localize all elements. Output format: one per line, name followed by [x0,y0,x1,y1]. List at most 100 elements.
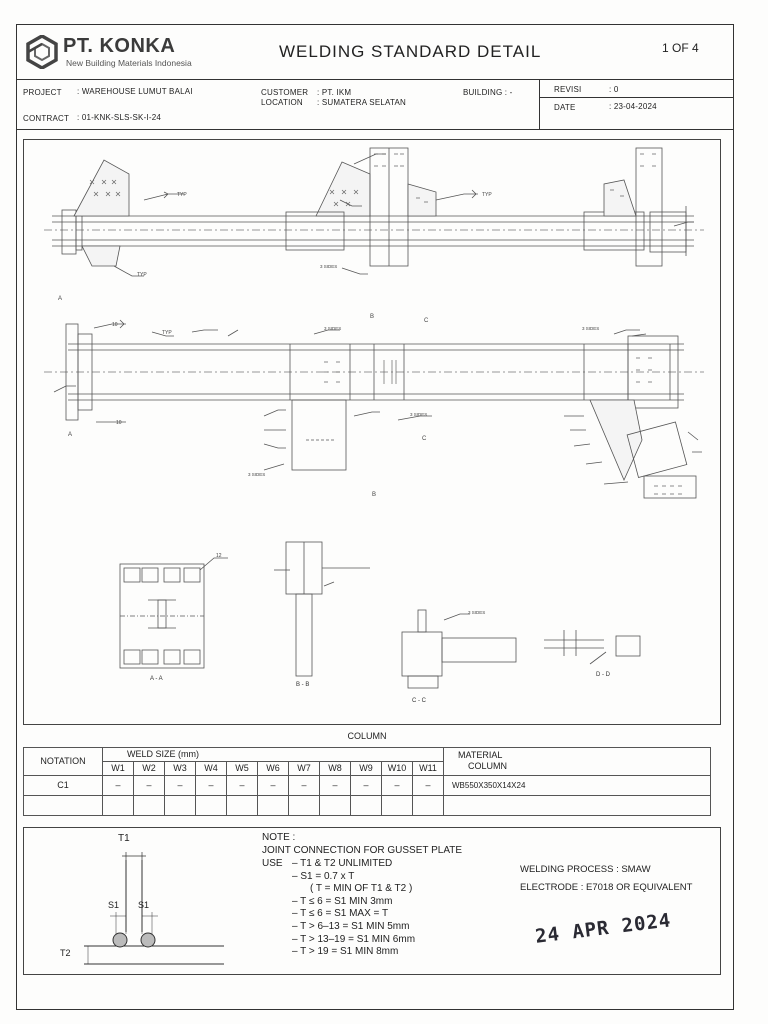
note-rule: – T > 13–19 = S1 MIN 6mm [292,933,416,945]
weld-size-cell: – [133,774,165,796]
revision-row-divider [539,97,733,98]
document-title: WELDING STANDARD DETAIL [279,42,542,61]
weld-column-header: W7 [288,760,320,776]
weld-column-header: W2 [133,760,165,776]
weld-column-header: W6 [257,760,289,776]
structural-drawing: TYP TYP TYP 3 SIDES A [44,147,704,704]
note-rule: ( T = MIN OF T1 & T2 ) [310,883,413,895]
weld-column-header: W4 [195,760,227,776]
empty-cell [412,794,444,816]
location-value: : SUMATERA SELATAN [317,98,406,107]
project-value: : WAREHOUSE LUMUT BALAI [77,87,193,96]
customer-value: : PT. IKM [317,88,352,97]
welding-process: WELDING PROCESS : SMAW [520,864,651,875]
date-value: : 23-04-2024 [609,102,657,111]
contract-value: : 01-KNK-SLS-SK-I-24 [77,113,162,122]
notation-header: NOTATION [23,746,103,776]
weld-size-cell: – [257,774,289,796]
note-rule: – T ≤ 6 = S1 MIN 3mm [292,895,393,907]
typ-label: TYP [177,192,187,198]
typ-label: TYP [137,272,147,278]
section-mark-a: A [58,296,62,302]
weld-column-header: W8 [319,760,351,776]
material-header: MATERIAL COLUMN [443,746,711,776]
top-elevation-view [44,147,704,267]
info-divider [17,129,733,130]
section-c-c-label: C - C [412,698,427,704]
empty-cell [226,794,258,816]
middle-elevation-view [44,323,704,499]
project-label: PROJECT [23,88,62,97]
section-mark-c: C [424,318,429,324]
sketch-t2-label: T2 [60,948,71,958]
weld-column-header: W10 [381,760,413,776]
three-sides-label: 3 SIDES [324,326,341,331]
weld-size-cell: – [226,774,258,796]
section-a-a [119,557,228,669]
note-rule: – S1 = 0.7 x T [292,870,355,882]
section-mark-b: B [370,314,374,320]
empty-cell [350,794,382,816]
weld-column-header: W3 [164,760,196,776]
note-title: NOTE : [262,832,296,843]
revision-divider [539,79,540,129]
weld-size-cell: – [319,774,351,796]
contract-label: CONTRACT [23,114,70,123]
section-b-b [274,541,370,677]
empty-cell [319,794,351,816]
note-rules-list: – T1 & T2 UNLIMITED– S1 = 0.7 x T( T = M… [292,858,415,959]
empty-cell [102,794,134,816]
weld-size-cell: – [288,774,320,796]
bolt-pattern-top [89,153,656,207]
weld-callouts-middle [53,319,702,485]
note-rule: – T ≤ 6 = S1 MAX = T [292,908,389,920]
empty-cell [133,794,165,816]
sketch-s1-label: S1 [108,900,120,910]
three-sides-label: 3 SIDES [320,264,337,269]
weld-size-cell: – [195,774,227,796]
revisi-label: REVISI [554,85,582,94]
fillet-weld-sketch [84,832,224,965]
empty-cell [195,794,227,816]
electrode-spec: ELECTRODE : E7018 OR EQUIVALENT [520,882,693,893]
bolt-pattern-middle [324,357,682,495]
empty-cell [288,794,320,816]
weld-column-header: W1 [102,760,134,776]
weld-size-label: 10 [112,322,118,328]
weld-size-label: 10 [116,420,122,426]
material-cell: WB550X350X14X24 [443,774,711,796]
table-row [23,794,711,816]
three-sides-label: 3 SIDES [410,412,427,417]
three-sides-label: 3 SIDES [468,610,485,615]
date-label: DATE [554,103,576,112]
three-sides-label: 3 SIDES [248,472,265,477]
notation-cell: C1 [23,774,103,796]
section-d-d-label: D - D [596,672,611,678]
weld-size-cell: – [350,774,382,796]
section-d-d [544,630,641,665]
note-rule: – T > 6–13 = S1 MIN 5mm [292,920,410,932]
weld-size-cell: – [102,774,134,796]
weld-column-header: W11 [412,760,444,776]
date-stamp: 24 APR 2024 [534,909,673,948]
page-number: 1 OF 4 [662,41,699,55]
weld-size-cell: – [381,774,413,796]
typ-label: TYP [482,192,492,198]
empty-cell [381,794,413,816]
weld-size-cell: – [412,774,444,796]
empty-cell [23,794,103,816]
weld-table-wrapper: COLUMN NOTATION WELD SIZE (mm) MATERIAL … [23,725,719,823]
empty-cell [443,794,711,816]
note-use-label: USE [262,858,283,869]
weld-column-header: W9 [350,760,382,776]
revisi-value: : 0 [609,85,619,94]
sketch-s1-label: S1 [138,900,150,910]
drawing-sheet: PT. KONKA New Building Materials Indones… [16,24,734,1010]
notes-panel: T1 S1 S1 T2 NOTE : JOINT CONNECTION FOR … [23,827,721,975]
company-logo [25,33,59,71]
three-sides-label: 3 SIDES [582,326,599,331]
section-c-c [401,609,517,689]
section-mark-c: C [422,436,427,442]
section-a-a-label: A - A [150,676,163,682]
table-row: C1–––––––––––WB550X350X14X24 [23,774,711,796]
